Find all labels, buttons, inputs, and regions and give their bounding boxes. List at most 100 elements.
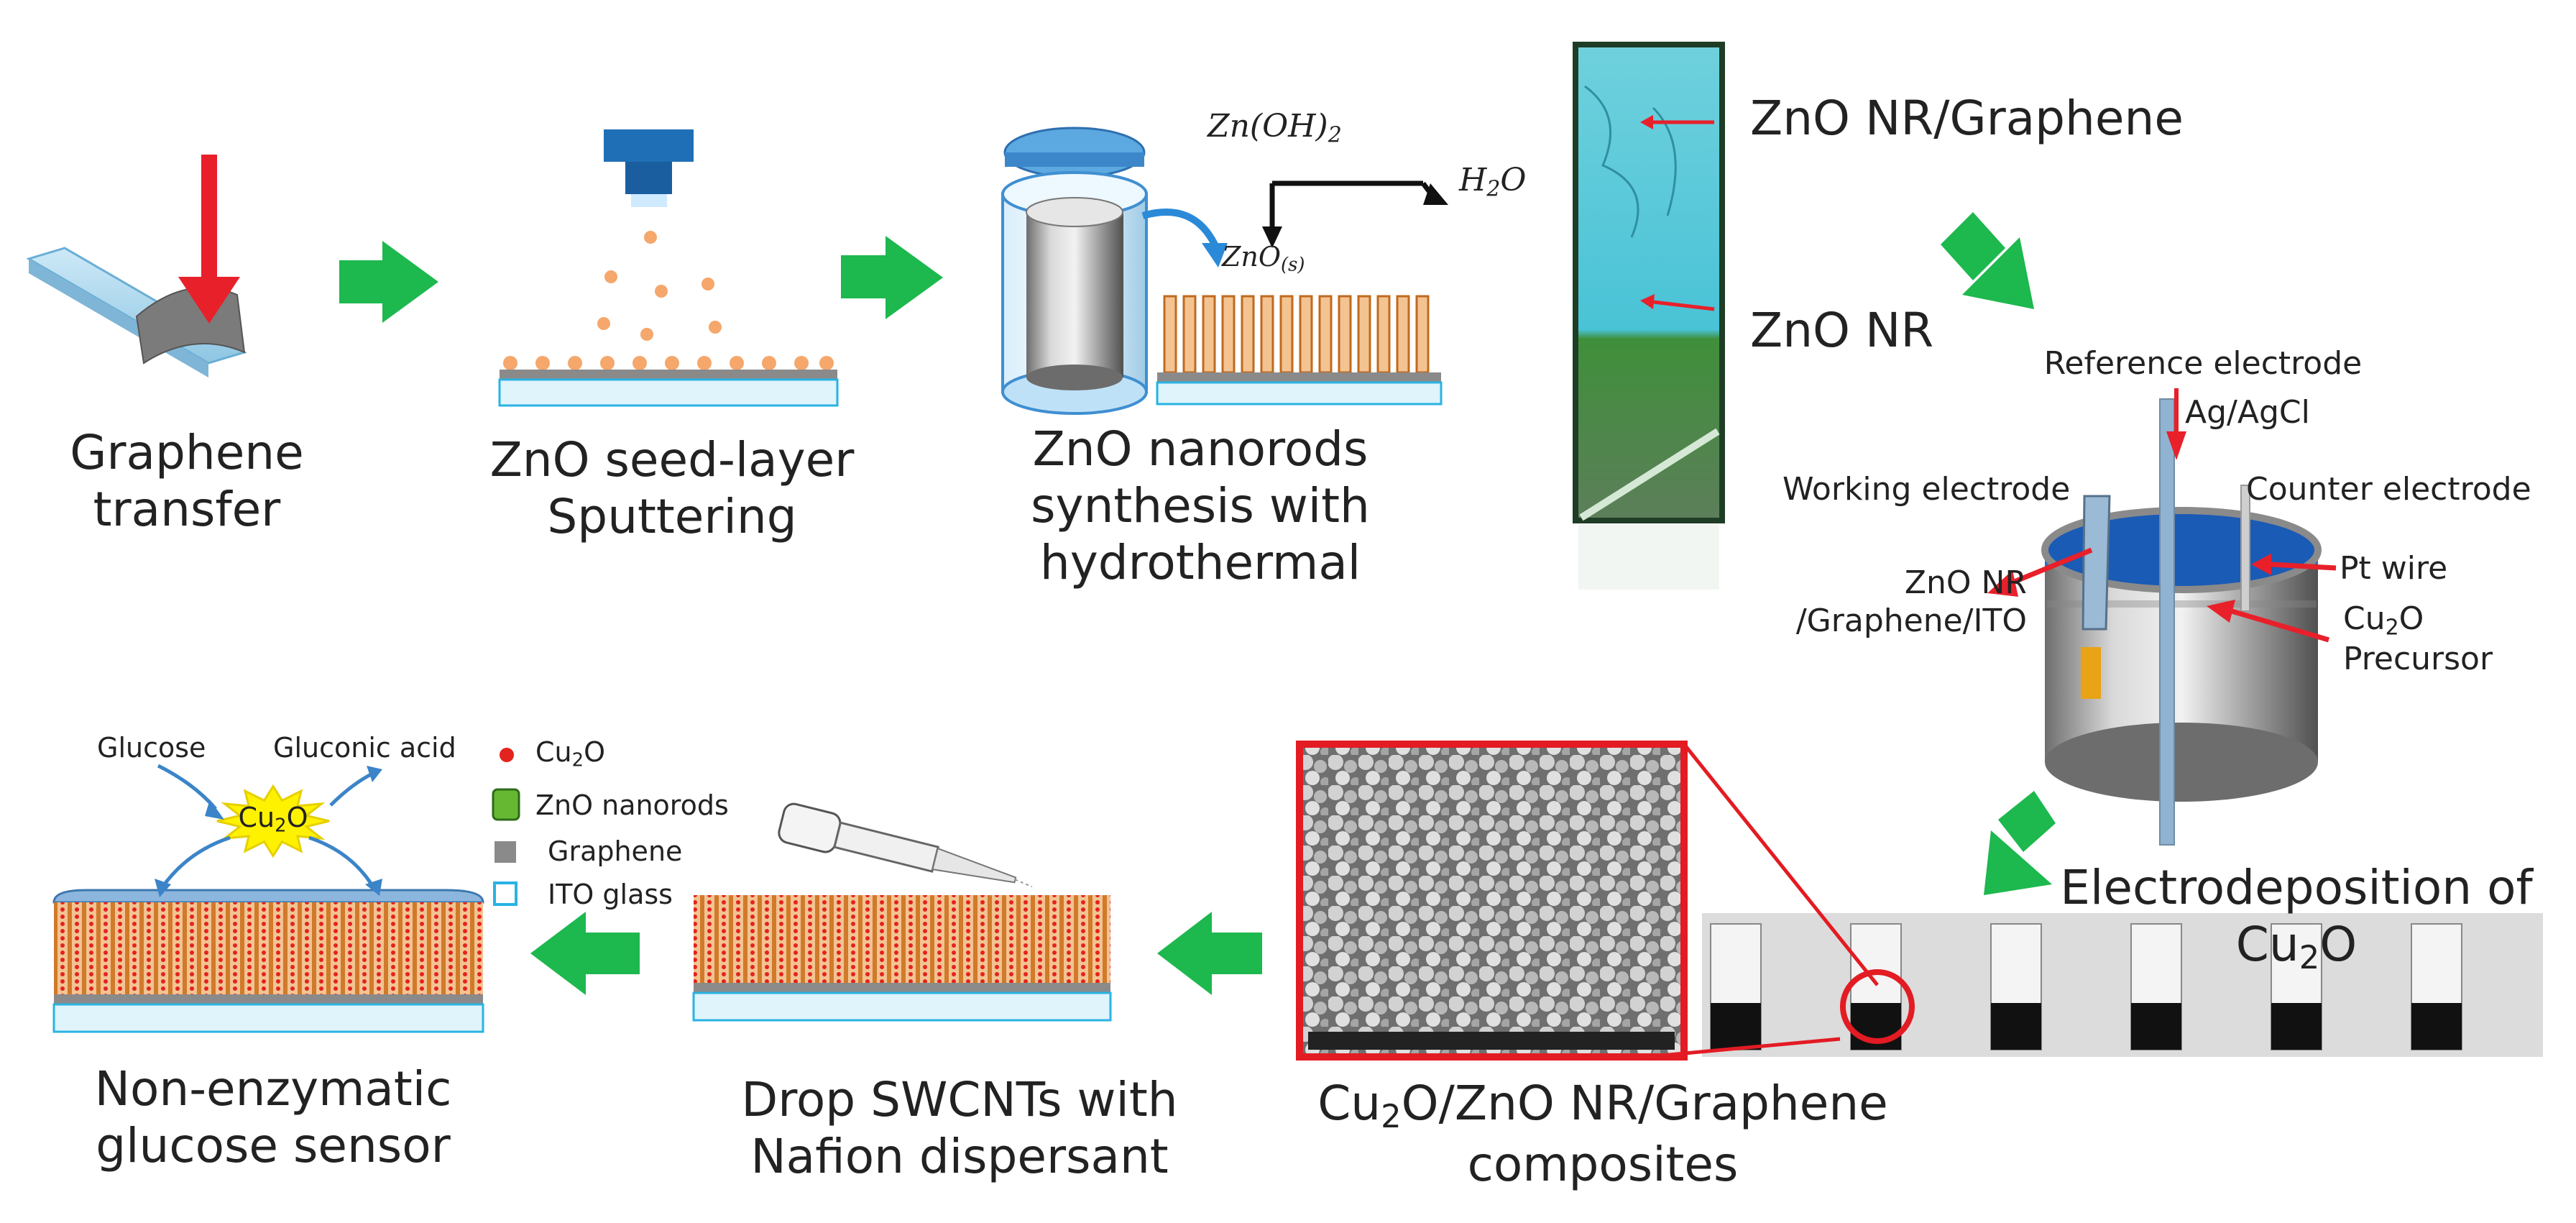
nanorod [1221,295,1236,374]
step-drop-swcnt-line2: Nafion dispersant [750,1129,1169,1185]
legend-cu2o-marker [500,748,514,762]
step-composites-rest: O/ZnO NR/Graphene [1401,1076,1888,1131]
flow-arrow-4 [1984,791,2056,895]
sputtering-illustration [498,129,839,407]
step-composites-cu: Cu [1317,1076,1381,1131]
legend-ito-marker [493,881,518,906]
step-composites-sub: 2 [1381,1097,1402,1136]
legend-cu2o-label: Cu2O [535,736,650,771]
red-down-arrow [201,155,217,284]
nanorod [1202,295,1216,374]
sensor-catalyst-sub: 2 [275,815,287,837]
reaction-h2o-sub: 2 [1486,176,1501,202]
working-electrode [2082,495,2111,631]
cell-cu2o-precursor-label: Cu2O Precursor [2343,600,2516,679]
vial [1710,923,1762,1050]
reaction-arrows [1262,180,1448,248]
cell-zno-nr-line2: /Graphene/ITO [1795,602,2027,639]
vials-photo [1702,913,2543,1057]
nanorod [1396,295,1410,374]
sensor-reaction-cycle [155,764,382,897]
step-sensor-line1: Non-enzymatic [94,1061,452,1117]
nanorod [1279,295,1294,374]
nanorod-array [1156,295,1443,406]
sensor-glucose-label: Glucose [97,732,206,764]
step-nanorods-line2: synthesis with [1031,478,1370,534]
nanorod [1376,295,1391,374]
reaction-zn-oh2: Zn(OH)2 [1208,108,1366,148]
cell-working-label: Working electrode [1782,471,2071,508]
cell-pointers [1987,388,2337,643]
autoclave-illustration [1001,127,1228,415]
step-electrodeposition-sub: 2 [2299,938,2320,977]
legend-cu2o-cu: Cu [535,736,572,768]
counter-electrode [2240,485,2250,612]
nanorod [1357,295,1371,374]
flow-arrow-6 [530,912,640,995]
nanorod [1260,295,1274,374]
sensor-catalyst-label: Cu2O [230,802,316,837]
pipette [778,802,1033,888]
reaction-zn-oh2-main: Zn(OH) [1208,108,1328,145]
vial [1850,923,1902,1050]
legend-ito-label: ITO glass [548,879,673,910]
step-electrodeposition-o: O [2319,917,2358,973]
flow-arrow-2 [841,236,943,319]
legend-nanorod-marker [492,788,520,821]
sample-label-top: ZnO NR/Graphene [1750,91,2184,146]
sensor-catalyst-cu: Cu [238,802,275,833]
sample-pointers [1640,115,1715,311]
reaction-h2o: H2O [1459,162,1545,202]
sensor-catalyst-o: O [286,802,308,833]
reference-electrode [2159,398,2175,846]
step-electrodeposition-line1: Electrodeposition of [2060,860,2533,915]
working-electrode-tab [2081,647,2101,699]
step-composites-label: Cu2O/ZnO NR/Graphene composites [1294,1075,1912,1193]
nanorod [1415,295,1430,374]
cell-zno-nr-line1: ZnO NR [1904,564,2027,601]
cell-cu2o-o: O [2398,600,2424,637]
legend-cu2o-o: O [584,736,605,768]
nanorod [1163,295,1177,374]
cell-cu2o-line2: Precursor [2343,641,2493,678]
vial [1990,923,2042,1050]
vial [2130,923,2182,1050]
nanorod [1182,295,1197,374]
step-nanorods-line3: hydrothermal [1039,535,1361,591]
cell-cu2o-sub: 2 [2385,615,2399,641]
reaction-zn-oh2-sub: 2 [1328,122,1342,148]
step-graphene-transfer-line1: Graphene [70,425,304,480]
step-electrodeposition-cu: Cu [2235,917,2299,973]
step-seed-layer-label: ZnO seed-layer Sputtering [471,431,873,545]
sample-label-bottom: ZnO NR [1750,303,1934,358]
reaction-zno-main: ZnO [1222,241,1282,272]
step-nanorods-label: ZnO nanorods synthesis with hydrothermal [1013,421,1387,592]
legend-graphene-label: Graphene [548,835,683,867]
vial [2271,923,2322,1050]
step-graphene-transfer-line2: transfer [93,482,281,538]
cell-cu2o-line1: Cu2O [2343,600,2516,641]
cell-reference-label: Reference electrode [2043,345,2363,382]
cell-pt-wire-label: Pt wire [2340,550,2448,587]
step-seed-layer-line1: ZnO seed-layer [489,432,855,487]
nanorod [1338,295,1352,374]
sem-image [1296,741,1915,1061]
nanorod [1299,295,1313,374]
step-drop-swcnt-label: Drop SWCNTs with Nafion dispersant [708,1071,1211,1185]
step-seed-layer-line2: Sputtering [547,489,797,545]
electrochemical-cell [2041,398,2322,846]
reaction-h2o-h: H [1459,162,1487,198]
sensor-illustration [52,889,484,1033]
legend-graphene-marker [494,841,516,863]
step-graphene-transfer-label: Graphene transfer [65,424,309,538]
flow-arrow-5 [1157,912,1262,995]
legend [492,748,520,906]
step-drop-swcnt-line1: Drop SWCNTs with [741,1072,1178,1127]
cell-zno-nr-label: ZnO NR /Graphene/ITO [1739,564,2027,641]
reaction-h2o-o: O [1500,162,1527,198]
cell-agagcl-label: Ag/AgCl [2185,394,2310,431]
step-nanorods-line1: ZnO nanorods [1032,421,1368,477]
flow-arrow-1 [339,241,438,323]
legend-cu2o-sub: 2 [571,749,584,771]
